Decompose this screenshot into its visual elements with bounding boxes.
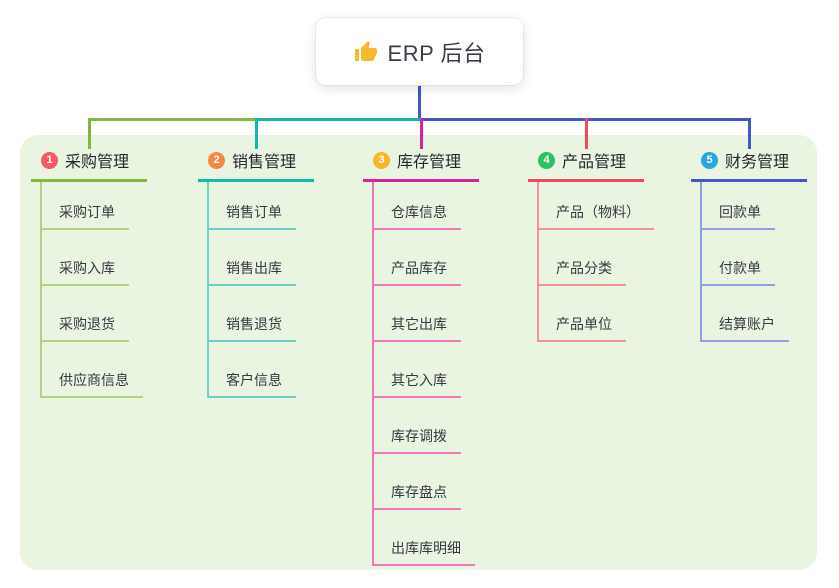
child-node[interactable]: 销售退货 xyxy=(209,286,296,342)
branch-4-number-badge: 4 xyxy=(538,151,555,169)
child-node[interactable]: 采购退货 xyxy=(42,286,129,342)
branch-1-number-badge: 1 xyxy=(41,151,58,169)
child-node[interactable]: 客户信息 xyxy=(209,342,296,398)
drop-line-branch1 xyxy=(88,118,91,149)
child-node[interactable]: 结算账户 xyxy=(702,286,789,342)
branch-2: 2 销售管理销售订单销售出库销售退货客户信息 xyxy=(198,148,314,398)
branch-3-children: 仓库信息产品库存其它出库其它入库库存调拨库存盘点出库库明细 xyxy=(372,182,475,566)
branch-5-header[interactable]: 5 财务管理 xyxy=(691,148,807,182)
child-node[interactable]: 付款单 xyxy=(702,230,775,286)
child-node[interactable]: 出库库明细 xyxy=(374,510,475,566)
branch-1-header[interactable]: 1 采购管理 xyxy=(31,148,147,182)
thumbs-up-icon xyxy=(354,40,377,61)
branch-2-children: 销售订单销售出库销售退货客户信息 xyxy=(207,182,296,398)
child-node[interactable]: 销售订单 xyxy=(209,182,296,230)
child-node[interactable]: 供应商信息 xyxy=(42,342,143,398)
branch-4-children: 产品（物料）产品分类产品单位 xyxy=(537,182,654,342)
branch-3-number-badge: 3 xyxy=(373,151,390,169)
branch-5: 5 财务管理回款单付款单结算账户 xyxy=(691,148,807,342)
branch-5-children: 回款单付款单结算账户 xyxy=(700,182,789,342)
child-node[interactable]: 产品（物料） xyxy=(539,182,654,230)
bus-segment-branch2 xyxy=(255,118,422,121)
child-node[interactable]: 采购入库 xyxy=(42,230,129,286)
branch-3-header[interactable]: 3 库存管理 xyxy=(363,148,479,182)
child-node[interactable]: 库存盘点 xyxy=(374,454,461,510)
drop-line-branch2 xyxy=(255,118,258,149)
branch-3: 3 库存管理仓库信息产品库存其它出库其它入库库存调拨库存盘点出库库明细 xyxy=(363,148,479,566)
child-node[interactable]: 产品单位 xyxy=(539,286,626,342)
branch-3-title: 库存管理 xyxy=(397,154,462,171)
branches-panel xyxy=(20,135,817,570)
bus-segment-branch1 xyxy=(88,118,257,121)
branch-4: 4 产品管理产品（物料）产品分类产品单位 xyxy=(528,148,654,342)
child-node[interactable]: 其它入库 xyxy=(374,342,461,398)
child-node[interactable]: 库存调拨 xyxy=(374,398,461,454)
drop-line-branch5 xyxy=(748,118,751,149)
branch-4-header[interactable]: 4 产品管理 xyxy=(528,148,644,182)
child-node[interactable]: 产品分类 xyxy=(539,230,626,286)
branch-1: 1 采购管理采购订单采购入库采购退货供应商信息 xyxy=(31,148,147,398)
child-node[interactable]: 仓库信息 xyxy=(374,182,461,230)
child-node[interactable]: 销售出库 xyxy=(209,230,296,286)
branch-5-number-badge: 5 xyxy=(701,151,718,169)
root-stem-line xyxy=(418,85,421,121)
branch-1-children: 采购订单采购入库采购退货供应商信息 xyxy=(40,182,143,398)
branch-4-title: 产品管理 xyxy=(562,154,627,171)
drop-line-branch4 xyxy=(585,118,588,149)
branch-5-title: 财务管理 xyxy=(725,154,790,171)
child-node[interactable]: 其它出库 xyxy=(374,286,461,342)
root-node[interactable]: ERP 后台 xyxy=(316,18,523,85)
child-node[interactable]: 回款单 xyxy=(702,182,775,230)
root-node-label: ERP 后台 xyxy=(387,40,486,66)
drop-line-branch3 xyxy=(420,118,423,149)
branch-2-title: 销售管理 xyxy=(232,154,297,171)
child-node[interactable]: 采购订单 xyxy=(42,182,129,230)
child-node[interactable]: 产品库存 xyxy=(374,230,461,286)
branch-2-number-badge: 2 xyxy=(208,151,225,169)
branch-2-header[interactable]: 2 销售管理 xyxy=(198,148,314,182)
branch-1-title: 采购管理 xyxy=(65,154,130,171)
